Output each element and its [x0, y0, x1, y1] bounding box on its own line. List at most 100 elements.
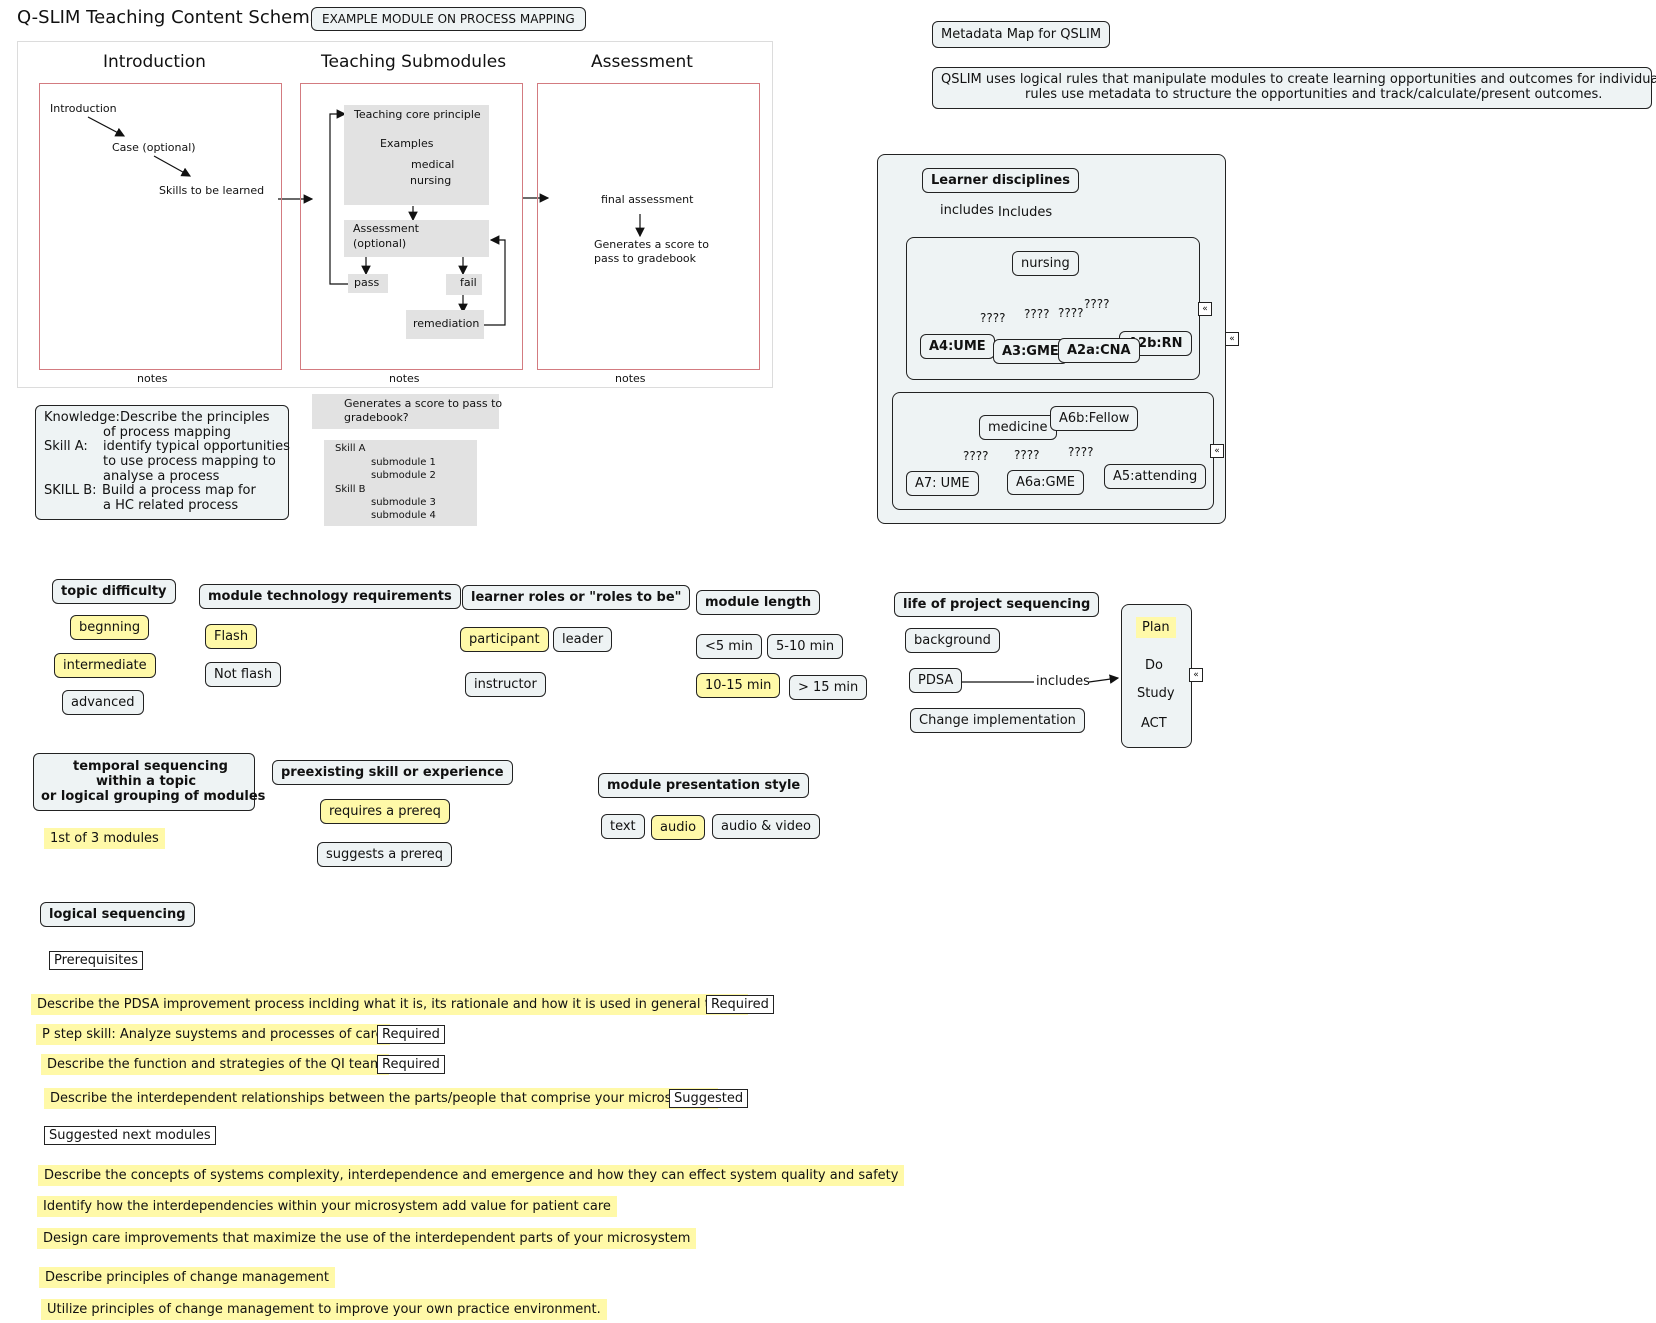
tech-requirements-title: module technology requirements — [199, 584, 461, 609]
nursing-link-a2a: ???? — [1058, 306, 1084, 320]
fail-block — [446, 274, 482, 295]
medicine-node: medicine — [979, 415, 1057, 440]
skill-a-submodule-1: submodule 1 — [371, 457, 436, 468]
difficulty-advanced: advanced — [62, 690, 144, 715]
knowledge-line1: Describe the principles — [120, 410, 270, 425]
includes-label-2: Includes — [998, 205, 1053, 220]
remediation-block — [406, 310, 484, 339]
column-header-assessment: Assessment — [591, 52, 693, 72]
nursing-node: nursing — [1012, 251, 1079, 276]
medicine-link-a7: ???? — [963, 449, 989, 463]
learner-disciplines-title: Learner disciplines — [922, 168, 1079, 193]
prereq-item-4: Describe the interdependent relationship… — [44, 1088, 718, 1109]
skill-a-objective-line3: analyse a process — [103, 469, 220, 484]
life-pdsa: PDSA — [909, 668, 963, 693]
medicine-link-a5: ???? — [1068, 445, 1094, 459]
example-module-tag: EXAMPLE MODULE ON PROCESS MAPPING — [311, 7, 586, 31]
intro-notes: notes — [137, 372, 168, 385]
life-background: background — [905, 628, 1000, 653]
submodules-box — [300, 83, 523, 370]
next-item-2: Identify how the interdependencies withi… — [37, 1196, 617, 1217]
skill-b-label: Skill B — [335, 484, 366, 495]
core-principle-block — [344, 105, 489, 205]
topic-difficulty-title: topic difficulty — [52, 579, 176, 604]
length-10-15: 10-15 min — [696, 673, 781, 698]
next-item-4: Describe principles of change management — [39, 1267, 335, 1288]
tech-not-flash: Not flash — [205, 662, 282, 687]
submodules-notes: notes — [389, 372, 420, 385]
qslim-description-line1: QSLIM uses logical rules that manipulate… — [941, 72, 1656, 87]
page-title: Q-SLIM Teaching Content Schematic — [17, 7, 343, 28]
temporal-line3: or logical grouping of modules — [41, 789, 266, 804]
role-participant: participant — [460, 627, 549, 652]
length-over-15: > 15 min — [789, 675, 868, 700]
gradebook-question-block — [312, 394, 499, 429]
intro-step-introduction: Introduction — [50, 102, 117, 115]
learner-collapse-icon[interactable]: « — [1225, 332, 1239, 346]
temporal-sequencing-box — [33, 753, 255, 811]
module-length-title: module length — [696, 590, 821, 615]
next-item-1: Describe the concepts of systems complex… — [38, 1165, 905, 1186]
prerequisites-label: Prerequisites — [49, 951, 144, 970]
skill-a-submodule-2: submodule 2 — [371, 470, 436, 481]
prereq-item-3-tag: Required — [377, 1055, 445, 1074]
example-nursing: nursing — [410, 174, 452, 187]
prereq-item-2: P step skill: Analyze suystems and proce… — [36, 1024, 390, 1045]
skill-b-submodule-3: submodule 3 — [371, 497, 436, 508]
pass-label: pass — [354, 276, 380, 289]
final-assessment-label: final assessment — [601, 193, 694, 206]
next-item-5: Utilize principles of change management … — [41, 1299, 607, 1320]
assessment-notes: notes — [615, 372, 646, 385]
gradebook-question-line2: gradebook? — [344, 411, 409, 424]
nursing-link-a3: ???? — [1024, 307, 1050, 321]
prereq-item-2-tag: Required — [377, 1025, 445, 1044]
optional-assessment-line1: Assessment — [353, 222, 419, 235]
a3-gme-node: A3:GME — [993, 339, 1068, 364]
preexisting-skill-title: preexisting skill or experience — [272, 760, 513, 785]
remediation-label: remediation — [413, 317, 480, 330]
column-header-introduction: Introduction — [103, 52, 206, 72]
next-item-3: Design care improvements that maximize t… — [37, 1228, 697, 1249]
requires-prereq: requires a prereq — [320, 799, 450, 824]
assessment-box — [537, 83, 760, 370]
difficulty-intermediate: intermediate — [54, 653, 156, 678]
example-medical: medical — [411, 158, 455, 171]
skill-b-objective-line2: a HC related process — [103, 498, 239, 513]
generates-score-line2: pass to gradebook — [594, 252, 697, 265]
knowledge-label: Knowledge: — [44, 410, 120, 425]
gradebook-question-line1: Generates a score to pass to — [344, 397, 503, 410]
nursing-link-a2b: ???? — [1084, 297, 1110, 311]
life-sequencing-title: life of project sequencing — [894, 592, 1100, 617]
introduction-box — [39, 83, 282, 370]
skill-b-objective-line1: Build a process map for — [102, 483, 256, 498]
a6b-fellow-node: A6b:Fellow — [1050, 406, 1139, 431]
presentation-audio-video: audio & video — [712, 814, 820, 839]
pass-block — [348, 274, 388, 293]
pdsa-step-act: ACT — [1141, 716, 1167, 731]
prereq-item-1-tag: Required — [706, 995, 774, 1014]
prereq-item-3: Describe the function and strategies of … — [41, 1054, 389, 1075]
medicine-link-a6a: ???? — [1014, 448, 1040, 462]
pdsa-collapse-icon[interactable]: « — [1189, 668, 1203, 682]
length-5-10: 5-10 min — [767, 634, 844, 659]
intro-step-case: Case (optional) — [112, 141, 196, 154]
suggested-next-label: Suggested next modules — [44, 1126, 216, 1145]
pdsa-step-do: Do — [1145, 658, 1163, 673]
temporal-first-of-three: 1st of 3 modules — [44, 828, 165, 849]
learner-roles-title: learner roles or "roles to be" — [462, 585, 691, 610]
examples-label: Examples — [380, 137, 434, 150]
nursing-collapse-icon[interactable]: « — [1198, 302, 1212, 316]
qslim-description-line2: rules use metadata to structure the oppo… — [1025, 87, 1603, 102]
pdsa-includes-label: includes — [1036, 674, 1090, 689]
skill-a-objective-line2: to use process mapping to — [103, 454, 276, 469]
presentation-audio: audio — [651, 815, 706, 840]
medicine-collapse-icon[interactable]: « — [1210, 444, 1224, 458]
schematic-frame — [17, 41, 773, 388]
column-header-submodules: Teaching Submodules — [321, 52, 507, 72]
core-principle-label: Teaching core principle — [354, 108, 481, 121]
skill-a-objective-label: Skill A: — [44, 439, 88, 454]
optional-assessment-line2: (optional) — [353, 237, 407, 250]
a7-ume-node: A7: UME — [906, 471, 979, 496]
logical-sequencing-title: logical sequencing — [40, 902, 195, 927]
generates-score-line1: Generates a score to — [594, 238, 709, 251]
